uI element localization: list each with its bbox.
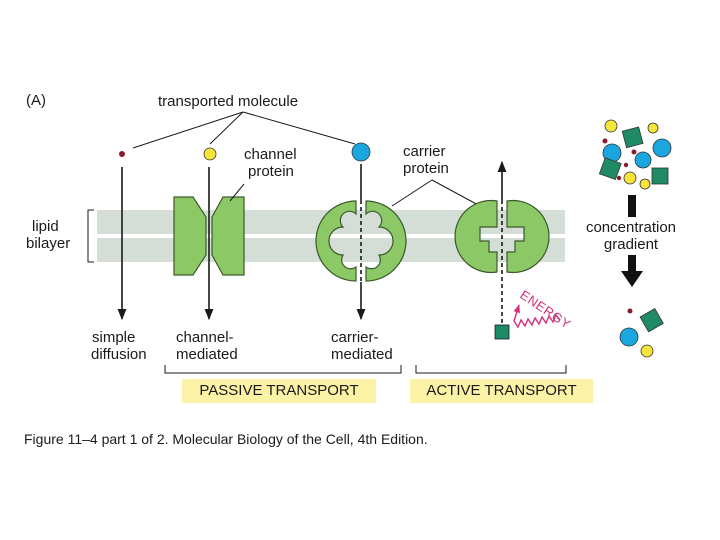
carrier-protein-passive — [315, 200, 407, 282]
lipid-bilayer-label-line1: lipid — [32, 218, 59, 235]
carrier-protein-label-line1: carrier — [403, 143, 446, 160]
lipid-bilayer-label-line2: bilayer — [26, 235, 71, 252]
large-molecule-blue — [351, 142, 371, 162]
carrier-mediated-label-line1: carrier- — [331, 329, 379, 346]
gradient-arrow-shaft-top — [628, 195, 636, 217]
concentration-gradient-label-line2: gradient — [603, 236, 659, 253]
active-transport-label: ACTIVE TRANSPORT — [410, 379, 593, 403]
concentration-gradient-label-line1: concentration — [585, 219, 677, 236]
passive-transport-bracket — [164, 365, 402, 374]
lipid-bilayer-bracket — [87, 209, 94, 263]
small-molecule-red — [119, 151, 125, 157]
figure-caption: Figure 11–4 part 1 of 2. Molecular Biolo… — [24, 431, 428, 447]
simple-diffusion-label-line2: diffusion — [91, 346, 147, 363]
carrier-protein-label-line2: protein — [403, 160, 449, 177]
carrier-protein-pointer — [391, 179, 481, 207]
carrier-mediated-label-line2: mediated — [331, 346, 393, 363]
energy-squiggle — [513, 304, 561, 329]
small-molecule-yellow — [203, 147, 217, 161]
transported-molecule-label: transported molecule — [158, 93, 299, 110]
panel-label: (A) — [26, 92, 46, 109]
channel-protein — [173, 196, 245, 276]
gradient-arrow-shaft-bottom — [628, 255, 636, 273]
low-concentration-molecules — [619, 308, 664, 358]
active-transport-molecule — [494, 324, 510, 340]
channel-mediated-label-line2: mediated — [176, 346, 238, 363]
high-concentration-molecules — [598, 119, 672, 190]
carrier-protein-active — [454, 199, 550, 274]
channel-protein-label-line1: channel — [244, 146, 297, 163]
active-transport-bracket — [415, 365, 567, 374]
channel-protein-label-line2: protein — [248, 163, 294, 180]
simple-diffusion-label-line1: simple — [92, 329, 136, 346]
passive-transport-label: PASSIVE TRANSPORT — [182, 379, 376, 403]
transported-molecule-pointer — [132, 111, 356, 149]
channel-mediated-label-line1: channel- — [176, 329, 234, 346]
channel-protein-pointer — [229, 183, 245, 202]
gradient-arrow-head — [621, 271, 643, 287]
